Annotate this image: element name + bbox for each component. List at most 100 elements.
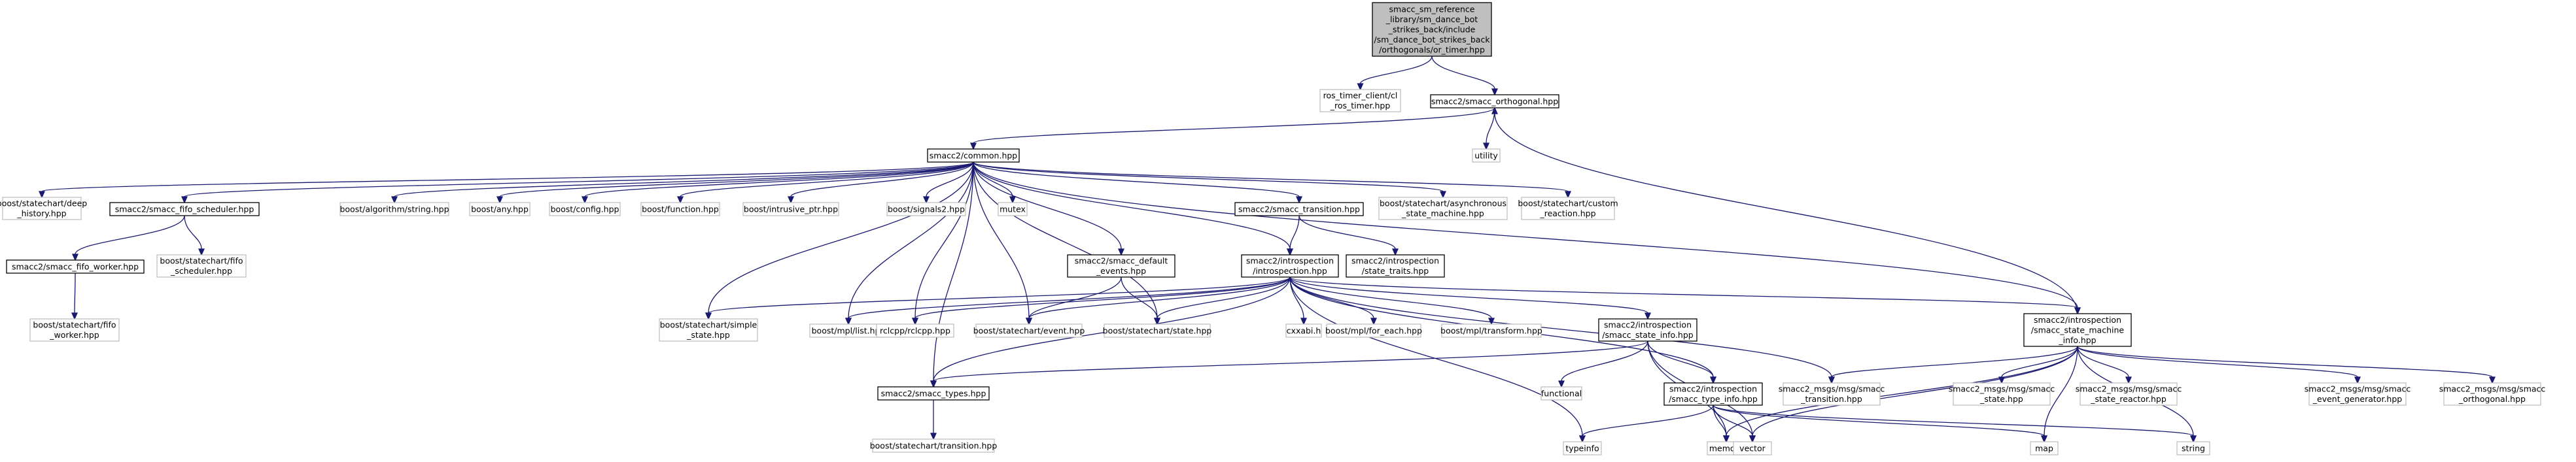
node-mpl-for-each: boost/mpl/for_each.hpp [1325, 323, 1422, 338]
node-orthogonal[interactable]: smacc2/smacc_orthogonal.hpp [1430, 94, 1559, 108]
node-label-line: /smacc_state_machine [2031, 325, 2124, 335]
node-label-line: _reaction.hpp [1539, 208, 1595, 218]
edge-introspection-to-mpl_for_each [1289, 276, 1378, 325]
node-sc-event: boost/statechart/event.hpp [973, 323, 1085, 338]
node-label-line: boost/algorithm/string.hpp [339, 204, 449, 214]
node-label-line: _history.hpp [16, 208, 66, 218]
edge-state_info-to-type_info [1647, 340, 1717, 384]
node-label-line: /sm_dance_bot_strikes_back [1374, 35, 1490, 44]
node-label-line: smacc2/smacc_fifo_scheduler.hpp [115, 204, 254, 214]
node-introspection[interactable]: smacc2/introspection/introspection.hpp [1241, 254, 1339, 278]
edge-sm_info-to-orthogonal [1491, 107, 2078, 314]
node-map: map [2030, 441, 2059, 455]
edge-sm_info-to-msg_orthogonal [2077, 346, 2496, 384]
node-label-line: smacc_sm_reference [1389, 4, 1475, 14]
node-state-traits[interactable]: smacc2/introspection/state_traits.hpp [1346, 254, 1445, 278]
edge-common-to-async_sm [973, 161, 1447, 199]
node-label-line: typeinfo [1565, 443, 1599, 453]
node-label-line: _orthogonal.hpp [2458, 394, 2526, 404]
node-label-line: _event_generator.hpp [2312, 394, 2403, 404]
edge-common-to-mutex [973, 161, 1017, 204]
node-label-line: boost/statechart/state.hpp [1103, 325, 1212, 335]
node-default-events[interactable]: smacc2/smacc_default_events.hpp [1067, 254, 1175, 278]
node-label-line: boost/statechart/transition.hpp [870, 440, 998, 450]
node-label-line: ros_timer_client/cl [1323, 91, 1398, 101]
node-common[interactable]: smacc2/common.hpp [927, 148, 1020, 163]
node-fifo-worker[interactable]: smacc2/smacc_fifo_worker.hpp [6, 259, 145, 274]
node-label-line: _transition.hpp [1800, 394, 1862, 404]
node-label-line: _state_machine.hpp [1401, 208, 1484, 218]
node-label-line: boost/statechart/asynchronous [1380, 199, 1506, 208]
node-mpl-list: boost/mpl/list.hpp [809, 323, 888, 338]
node-label-line: _ros_timer.hpp [1330, 101, 1391, 110]
node-boost-function: boost/function.hpp [640, 202, 720, 216]
edge-default_events-to-sc_event [1025, 276, 1122, 325]
edge-common-to-boost_function [676, 161, 974, 204]
node-sm-info[interactable]: smacc2/introspection/smacc_state_machine… [2023, 313, 2132, 347]
node-label-line: smacc2_msgs/msg/smacc [1949, 384, 2055, 394]
edge-fifo_scheduler-to-fifo_worker [71, 215, 185, 261]
edge-common-to-deep_history [38, 161, 974, 199]
node-signals2: boost/signals2.hpp [886, 202, 966, 216]
node-boost-config: boost/config.hpp [549, 202, 621, 216]
edge-common-to-default_events [973, 161, 1125, 256]
edge-transition-to-introspection [1286, 215, 1300, 256]
edge-common-to-algo_string [391, 161, 974, 204]
node-algo-string: boost/algorithm/string.hpp [339, 202, 449, 216]
edge-state_info-to-functional [1558, 340, 1648, 388]
edge-introspection-to-mpl_transform [1289, 276, 1495, 325]
node-label-line: _state_reactor.hpp [2090, 394, 2167, 404]
edge-type_info-to-map [1713, 404, 2048, 443]
node-sc-fifo-scheduler: boost/statechart/fifo_scheduler.hpp [156, 254, 247, 278]
node-fifo-scheduler[interactable]: smacc2/smacc_fifo_scheduler.hpp [109, 202, 260, 216]
node-rclcpp: rclcpp/rclcpp.hpp [876, 323, 954, 338]
edge-introspection-to-rclcpp [911, 276, 1291, 325]
node-label-line: _scheduler.hpp [170, 266, 232, 276]
node-label-line: boost/function.hpp [642, 204, 719, 214]
node-msg-state-reactor: smacc2_msgs/msg/smacc_state_reactor.hpp [2076, 382, 2182, 406]
node-label-line: boost/statechart/fifo [33, 320, 116, 330]
edge-orthogonal-to-common [969, 107, 1495, 150]
edge-fifo_scheduler-to-sc_fifo_scheduler [184, 215, 205, 256]
node-label-line: smacc2_msgs/msg/smacc [2076, 384, 2182, 394]
node-label-line: smacc2/smacc_transition.hpp [1238, 204, 1360, 214]
node-label-line: smacc2/introspection [1246, 256, 1334, 266]
node-label-line: boost/signals2.hpp [888, 204, 965, 214]
node-label-line: smacc2/smacc_fifo_worker.hpp [12, 261, 139, 271]
node-state-info[interactable]: smacc2/introspection/smacc_state_info.hp… [1598, 318, 1697, 342]
edge-common-to-fifo_scheduler [181, 161, 974, 204]
node-label-line: boost/mpl/transform.hpp [1440, 325, 1542, 335]
edge-common-to-signals2 [922, 161, 974, 204]
node-label-line: boost/any.hpp [471, 204, 529, 214]
node-label-line: boost/statechart/simple [660, 320, 757, 330]
node-mutex: mutex [998, 202, 1028, 216]
node-type-info[interactable]: smacc2/introspection/smacc_type_info.hpp [1663, 382, 1763, 406]
node-label-line: boost/intrusive_ptr.hpp [744, 204, 838, 214]
node-label-line: boost/mpl/list.hpp [812, 325, 886, 335]
node-sc-transition: boost/statechart/transition.hpp [870, 438, 998, 453]
node-label-line: smacc2/smacc_default [1075, 256, 1168, 266]
edge-transition-to-state_traits [1298, 215, 1399, 256]
node-simple-state: boost/statechart/simple_state.hpp [659, 318, 758, 342]
edge-common-to-boost_config [581, 161, 974, 204]
node-label-line: _worker.hpp [49, 330, 99, 340]
node-label-line: boost/mpl/for_each.hpp [1325, 325, 1422, 335]
node-typeinfo: typeinfo [1563, 441, 1602, 455]
node-label-line: rclcpp/rclcpp.hpp [880, 325, 950, 335]
node-transition[interactable]: smacc2/smacc_transition.hpp [1234, 202, 1364, 216]
node-label-line: smacc2/introspection [2034, 315, 2121, 325]
edge-common-to-custom_reaction [973, 161, 1572, 199]
node-label-line: /smacc_type_info.hpp [1669, 394, 1758, 404]
edge-common-to-mpl_list [844, 161, 974, 325]
node-smacc-types[interactable]: smacc2/smacc_types.hpp [877, 386, 990, 401]
edge-sm_info-to-msg_state_reactor [2077, 346, 2132, 384]
edge-sm_info-to-memory [1722, 346, 2078, 443]
node-async-sm: boost/statechart/asynchronous_state_mach… [1378, 197, 1508, 220]
node-root[interactable]: smacc_sm_reference_library/sm_dance_bot_… [1372, 2, 1492, 57]
node-boost-any: boost/any.hpp [469, 202, 531, 216]
node-label-line: boost/statechart/fifo [160, 256, 243, 266]
node-label-line: _library/sm_dance_bot [1385, 14, 1478, 24]
node-label-line: mutex [1000, 204, 1026, 214]
edge-common-to-boost_any [496, 161, 974, 204]
